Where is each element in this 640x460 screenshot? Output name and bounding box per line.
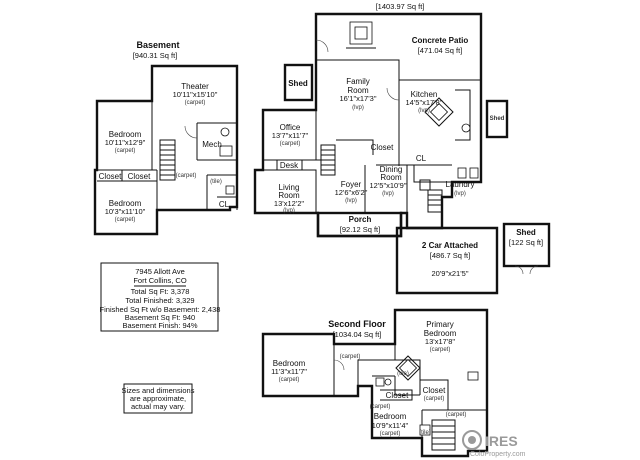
bedroom1-floor: (carpet)	[115, 148, 136, 154]
bedroom-bottom-name: Bedroom	[374, 412, 407, 421]
bedroom-left-floor: (carpet)	[279, 377, 300, 383]
bedroom-bottom-dim: 10'9"x11'4"	[372, 421, 409, 430]
carpet-c: (carpet)	[446, 412, 467, 418]
closet-b-name: Closet	[386, 391, 409, 400]
basement-carpet: (carpet)	[176, 173, 197, 179]
foyer-floor: (lvp)	[345, 198, 357, 204]
living-room-name: Living	[279, 183, 300, 192]
dining-room-name2: Room	[380, 173, 402, 182]
shed-small-name: Shed	[490, 116, 505, 122]
kitchen-floor: (lvp)	[418, 108, 430, 114]
bedroom-left-dim: 11'3"x11'7"	[271, 367, 307, 376]
dining-room-dim: 12'5"x10'9"	[370, 181, 407, 190]
living-room-dim: 13'x12'2"	[274, 199, 304, 208]
watermark-site: ColoProperty.com	[470, 451, 526, 458]
info-line-finish: Basement Finish: 94%	[122, 321, 197, 330]
family-room-dim: 16'1"x17'3"	[340, 94, 377, 103]
garage-dim: 20'9"x21'5"	[432, 269, 469, 278]
porch-name: Porch	[349, 215, 372, 224]
watermark: IRES ColoProperty.com	[462, 430, 526, 458]
main-cl-name: CL	[416, 154, 427, 163]
bedroom2-name: Bedroom	[109, 199, 142, 208]
address: 7945 Allott Ave	[135, 267, 185, 276]
shed-right-sqft: [122 Sq ft]	[509, 238, 543, 247]
garage-name: 2 Car Attached	[422, 241, 478, 250]
closet-a-name: Closet	[423, 386, 446, 395]
family-room-floor: (lvp)	[352, 105, 364, 111]
theater-name: Theater	[181, 82, 209, 91]
dining-room-name: Dining	[380, 165, 403, 174]
shed-left-name: Shed	[288, 79, 308, 88]
primary-name2: Bedroom	[424, 329, 457, 338]
tile1: (tile)	[397, 371, 409, 377]
disclaimer-line-2: are approximate,	[130, 394, 186, 403]
porch-sqft: [92.12 Sq ft]	[340, 225, 380, 234]
office-floor: (carpet)	[280, 141, 301, 147]
tile2: (tile)	[419, 430, 431, 436]
foyer-name: Foyer	[341, 180, 362, 189]
main-closet-name: Closet	[371, 143, 394, 152]
bedroom-bottom-floor: (carpet)	[380, 431, 401, 437]
hall-carpet: (carpet)	[340, 354, 361, 360]
info-line-total: Total Sq Ft: 3,378	[131, 287, 190, 296]
second-floor-sqft: [1034.04 Sq ft]	[333, 330, 382, 339]
carpet-b: (carpet)	[370, 404, 391, 410]
theater-dim: 10'11"x15'10"	[173, 90, 218, 99]
main-floor-sqft: [1403.97 Sq ft]	[376, 2, 425, 11]
closet2-name: Closet	[128, 172, 151, 181]
basement-plan: Basement [940.31 Sq ft] Theater 10'11"x1…	[93, 40, 239, 236]
laundry-floor: (lvp)	[454, 191, 466, 197]
garage-sqft: [486.7 Sq ft]	[430, 251, 470, 260]
patio-sqft: [471.04 Sq ft]	[418, 46, 463, 55]
desk-name: Desk	[280, 161, 299, 170]
property-info-box: 7945 Allott Ave Fort Collins, CO Total S…	[100, 262, 221, 332]
closet1-name: Closet	[99, 172, 122, 181]
family-room-name2: Room	[347, 86, 369, 95]
bedroom2-floor: (carpet)	[115, 217, 136, 223]
bedroom1-name: Bedroom	[109, 130, 142, 139]
living-room-floor: (lvp)	[283, 208, 295, 214]
foyer-dim: 12'6"x6'2"	[335, 188, 368, 197]
main-floor-plan: Shed Concrete Patio [471.04 Sq ft] Famil…	[253, 12, 551, 295]
bedroom1-dim: 10'11"x12'9"	[105, 138, 146, 147]
info-line-no-basement: Finished Sq Ft w/o Basement: 2,438	[100, 305, 221, 314]
laundry-name: Laundry	[446, 180, 475, 189]
shed-right-name: Shed	[516, 228, 536, 237]
dining-room-floor: (lvp)	[382, 191, 394, 197]
family-room-name: Family	[346, 77, 370, 86]
living-room-name2: Room	[278, 191, 300, 200]
theater-floor: (carpet)	[185, 100, 206, 106]
kitchen-dim: 14'5"x17'8"	[406, 98, 443, 107]
office-name: Office	[280, 123, 301, 132]
bedroom-left-name: Bedroom	[273, 359, 306, 368]
disclaimer-line-1: Sizes and dimensions	[122, 386, 195, 395]
kitchen-name: Kitchen	[411, 90, 438, 99]
basement-tile: (tile)	[210, 179, 222, 185]
info-line-finished: Total Finished: 3,329	[125, 296, 194, 305]
basement-sqft: [940.31 Sq ft]	[133, 51, 178, 60]
primary-dim: 13'x17'8"	[425, 337, 455, 346]
primary-name: Primary	[426, 320, 454, 329]
basement-title: Basement	[136, 40, 179, 50]
city: Fort Collins, CO	[133, 276, 187, 285]
info-line-basement: Basement Sq Ft: 940	[125, 313, 195, 322]
patio-name: Concrete Patio	[412, 36, 469, 45]
disclaimer-line-3: actual may vary.	[131, 402, 185, 411]
watermark-brand: IRES	[485, 433, 518, 449]
disclaimer-box: Sizes and dimensions are approximate, ac…	[122, 383, 195, 414]
second-floor-title: Second Floor	[328, 319, 386, 329]
closet-a-floor: (carpet)	[424, 396, 445, 402]
bedroom2-dim: 10'3"x11'10"	[105, 207, 146, 216]
mech-name: Mech	[202, 140, 222, 149]
second-floor-plan: Second Floor [1034.04 Sq ft] Primary Bed…	[261, 308, 489, 458]
office-dim: 13'7"x11'7"	[272, 131, 309, 140]
basement-cl: CL	[219, 200, 230, 209]
primary-floor: (carpet)	[430, 347, 451, 353]
